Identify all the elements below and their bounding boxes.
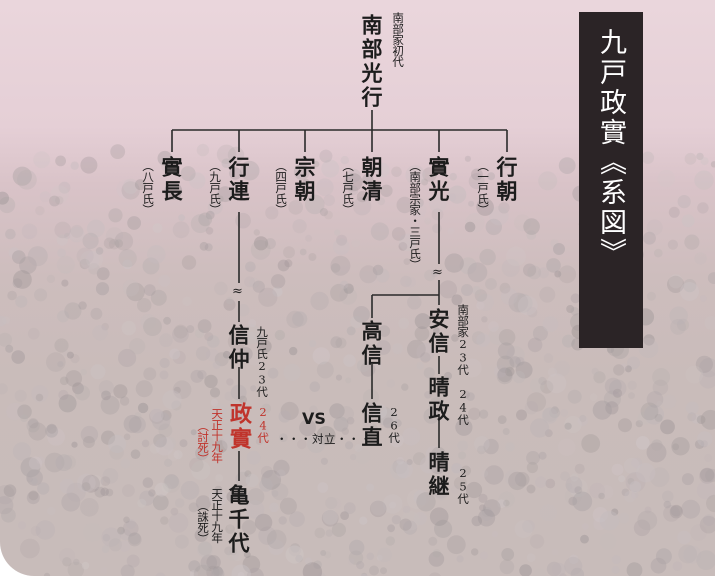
- yasunobu-note: 南部家23代: [456, 304, 471, 375]
- person-masazane: 政實: [226, 402, 252, 452]
- founder-name: 南部光行: [359, 14, 384, 110]
- naonobu-generation: 26代: [387, 405, 402, 443]
- child-clan-ichinohe: （一戸氏）: [476, 160, 491, 215]
- masazane-generation: 24代: [256, 405, 271, 443]
- masazane-fate: （討死）: [196, 420, 211, 464]
- person-harutsugu: 晴継: [426, 451, 451, 499]
- diagram-title: 九戸政實《系図》: [595, 28, 626, 268]
- title-panel: [579, 12, 643, 348]
- child-clan-nanbu-sanohe: （南部宗家・三戸氏）: [408, 160, 423, 270]
- child-name-yukitsura: 行連: [226, 156, 251, 204]
- child-name-tomokiyo: 朝清: [359, 156, 384, 204]
- kamechiyo-year: 天正十九年: [210, 488, 225, 543]
- child-clan-kunohe: （九戸氏）: [208, 160, 223, 215]
- masazane-year: 天正十九年: [210, 408, 225, 463]
- kamechiyo-fate: （誅死）: [196, 500, 211, 544]
- child-clan-hachinohe: （八戸氏）: [141, 160, 156, 215]
- generation-gap-mark: ≈: [432, 265, 443, 280]
- person-harumasa: 晴政: [426, 376, 451, 424]
- person-kamechiyo: 亀千代: [226, 484, 251, 556]
- child-clan-shichinohe: （七戸氏）: [341, 160, 356, 215]
- child-name-munetomo: 宗朝: [292, 156, 317, 204]
- vs-label: VS: [302, 409, 326, 428]
- person-naonobu: 信直: [359, 402, 384, 450]
- person-nobunaka: 信仲: [226, 324, 251, 372]
- harumasa-generation: 24代: [456, 387, 471, 425]
- child-name-yukitomo: 行朝: [494, 156, 519, 204]
- conflict-label: ・・・対立・・・: [276, 432, 372, 446]
- harutsugu-generation: 25代: [456, 466, 471, 504]
- child-name-sanemitsu: 實光: [426, 156, 451, 204]
- nobunaka-note: 九戸氏23代: [255, 326, 270, 397]
- child-name-sanenaga: 實長: [159, 156, 184, 204]
- person-takanobu: 高信: [359, 320, 384, 368]
- founder-note: 南部家初代: [391, 12, 406, 67]
- person-yasunobu: 安信: [426, 308, 451, 356]
- child-clan-shinohe: （四戸氏）: [274, 160, 289, 215]
- generation-gap-mark: ≈: [232, 284, 243, 299]
